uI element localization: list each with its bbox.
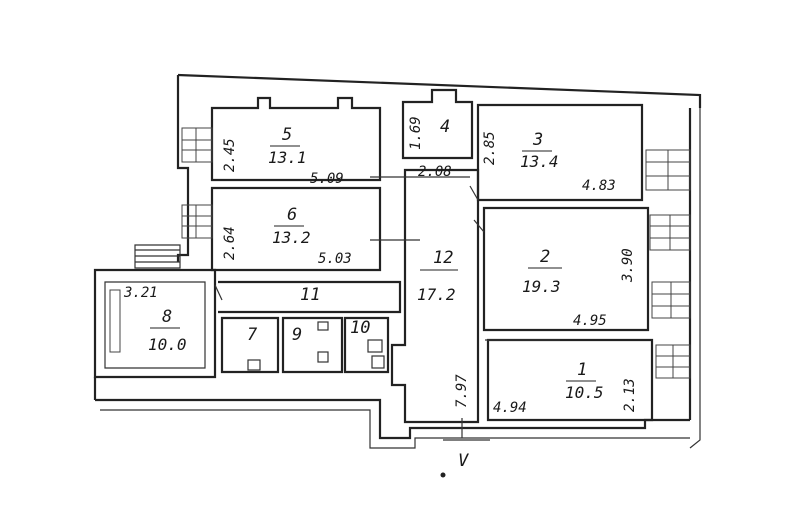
- room-5-outline: [210, 96, 382, 182]
- dim-4-83: 4.83: [582, 178, 616, 194]
- sanitary-fixtures: [247, 321, 385, 371]
- room-1-number: 1: [577, 360, 587, 380]
- room-4-outline: [401, 88, 474, 160]
- dim-2-45: 2.45: [222, 138, 238, 172]
- dim-1-69: 1.69: [408, 116, 424, 150]
- bottom-outer-line: [100, 409, 690, 449]
- room-2-outline: [482, 206, 650, 332]
- room-4-number: 4: [440, 117, 450, 137]
- room-6-outline: [210, 186, 382, 272]
- room-5-area: 13.1: [268, 148, 307, 167]
- entrance-marker: V: [440, 439, 490, 478]
- corridor-11-outline: [218, 280, 402, 314]
- room-3-number: 3: [532, 130, 543, 150]
- windows-right: [645, 149, 691, 379]
- room-7-outline: [220, 316, 280, 374]
- marker-label: V: [458, 451, 469, 471]
- dim-2-64: 2.64: [222, 226, 238, 260]
- building-outline-left: [176, 75, 190, 262]
- room-2-area: 19.3: [522, 277, 561, 296]
- room-8-area: 10.0: [148, 335, 187, 354]
- room-6-number: 6: [287, 205, 297, 225]
- dimension-lines: [214, 176, 560, 438]
- room-labels: 5 13.1 6 13.2 4 3 13.4 2 19.3 12 17.2 11…: [148, 117, 604, 402]
- room-9-outline: [281, 316, 344, 374]
- room-1-area: 10.5: [565, 383, 604, 402]
- dim-2-13: 2.13: [622, 378, 638, 412]
- right-outer-line: [689, 108, 701, 449]
- room-8-walls: [93, 268, 217, 400]
- dim-4-95: 4.95: [573, 313, 607, 329]
- dim-3-21: 3.21: [123, 285, 158, 301]
- dim-2-08: 2.08: [418, 164, 452, 180]
- dim-5-03: 5.03: [318, 251, 352, 267]
- dim-4-94: 4.94: [493, 400, 527, 416]
- dim-7-97: 7.97: [454, 374, 470, 408]
- room-5-number: 5: [282, 125, 292, 145]
- room-walls: [210, 88, 654, 424]
- corridor-12-outline: [390, 168, 480, 424]
- building-outline-bottom: [95, 398, 690, 440]
- windows-left: [109, 127, 213, 353]
- room-2-number: 2: [540, 247, 550, 267]
- room-6-area: 13.2: [272, 228, 311, 247]
- room-10-number: 10: [350, 318, 370, 338]
- room-7-number: 7: [247, 325, 258, 345]
- left-stair-block: [134, 244, 181, 269]
- outer-walls: [95, 73, 702, 449]
- dimension-labels: 5.09 2.08 4.83 5.03 3.21 4.95 4.94 2.45 …: [123, 116, 638, 416]
- room-8-number: 8: [162, 307, 172, 327]
- room-12-area: 17.2: [417, 285, 456, 304]
- dim-3-90: 3.90: [620, 248, 636, 283]
- room-1-outline: [486, 338, 654, 422]
- dim-2-85: 2.85: [482, 131, 498, 165]
- room-9-number: 9: [292, 325, 302, 345]
- room-12-number: 12: [433, 248, 453, 268]
- room-11-number: 11: [300, 285, 320, 305]
- room-3-area: 13.4: [520, 152, 559, 171]
- building-outline-top: [177, 73, 702, 108]
- room-10-outline: [343, 316, 390, 374]
- dim-5-09: 5.09: [310, 171, 344, 187]
- room-3-outline: [476, 103, 644, 202]
